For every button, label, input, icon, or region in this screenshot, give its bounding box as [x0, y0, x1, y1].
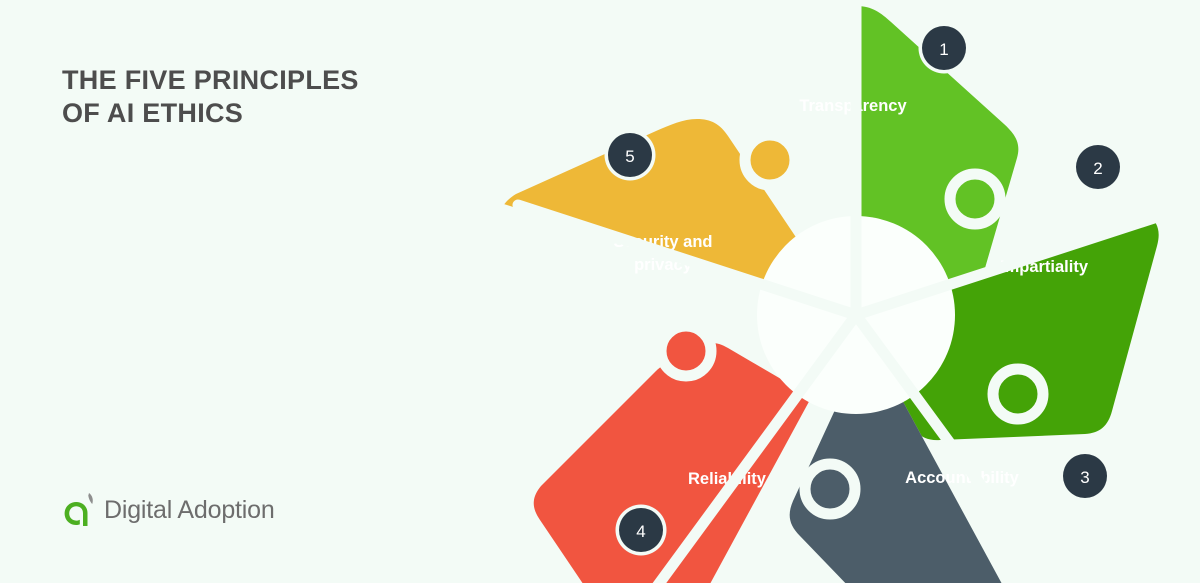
- brand-name: Digital Adoption: [104, 495, 275, 524]
- reliability-label: Reliability: [688, 470, 767, 488]
- accountability-label: Accountability: [905, 469, 1020, 487]
- badge-3-disc: [1063, 454, 1107, 498]
- badge-1-number: 1: [939, 40, 948, 59]
- impartiality-label: Impartiality: [1000, 258, 1089, 276]
- badge-2[interactable]: 2: [1072, 141, 1124, 193]
- badge-5-number: 5: [625, 147, 634, 166]
- digital-adoption-logo-icon: [64, 493, 93, 526]
- accountability-tab: [805, 464, 855, 514]
- security-privacy-label-line1: Security and: [613, 233, 712, 251]
- transparency-label: Transparency: [799, 97, 907, 115]
- security-privacy-label-line2: privacy: [634, 256, 693, 274]
- badge-3-number: 3: [1080, 468, 1089, 487]
- brand-logo: Digital Adoption: [62, 492, 275, 528]
- badge-2-number: 2: [1093, 159, 1102, 178]
- badge-2-disc: [1076, 145, 1120, 189]
- badge-3[interactable]: 3: [1059, 450, 1111, 502]
- impartiality-tab: [993, 369, 1043, 419]
- badge-4-disc: [619, 508, 663, 552]
- badge-4-number: 4: [636, 522, 645, 541]
- badge-1[interactable]: 1: [918, 22, 970, 74]
- page-title: THE FIVE PRINCIPLES OF AI ETHICS: [62, 65, 359, 128]
- transparency-tab: [950, 174, 1000, 224]
- badge-4[interactable]: 4: [615, 504, 667, 556]
- badge-5[interactable]: 5: [604, 129, 656, 181]
- reliability-tab: [661, 326, 711, 376]
- center-hub: [757, 216, 955, 414]
- badge-5-disc: [608, 133, 652, 177]
- security-privacy-tab: [745, 135, 795, 185]
- badge-1-disc: [922, 26, 966, 70]
